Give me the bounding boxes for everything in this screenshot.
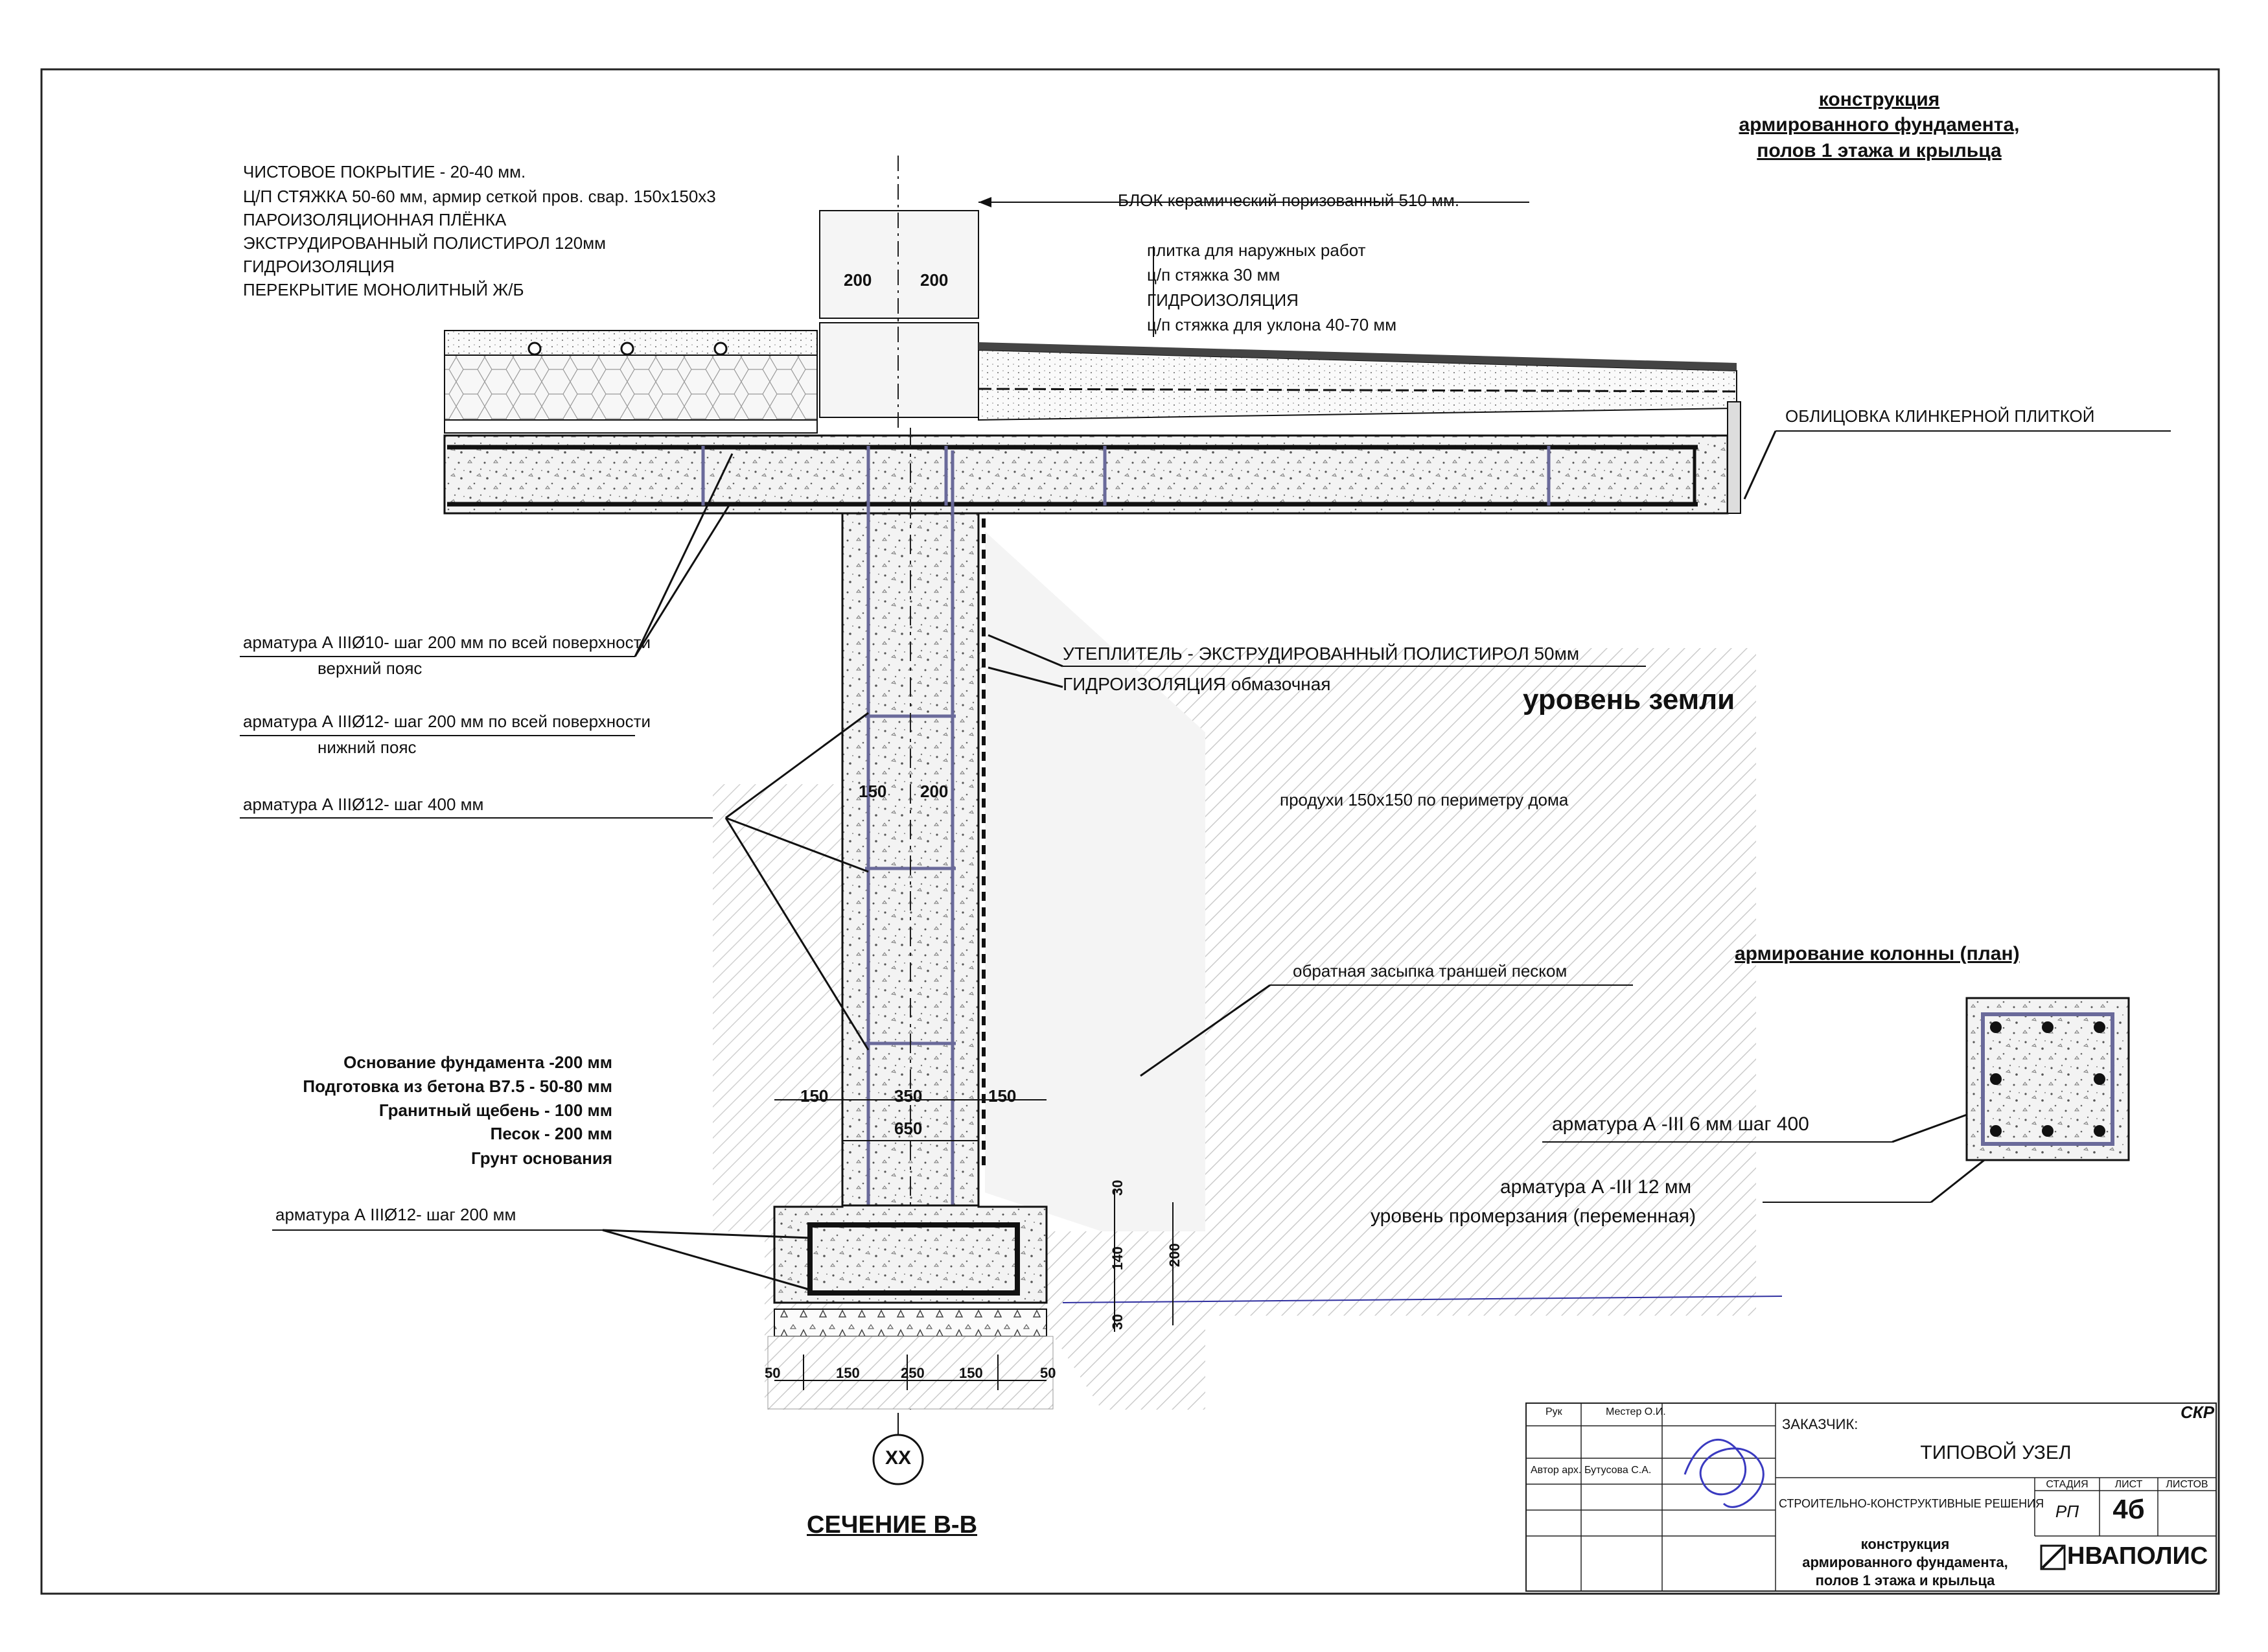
column-dim-right: 200 (920, 782, 949, 801)
floor-layer-5: ГИДРОИЗОЛЯЦИЯ (243, 257, 395, 276)
stamp-role-1: Рук (1545, 1406, 1562, 1417)
base-layer-3: Гранитный щебень - 100 мм (378, 1100, 612, 1120)
stamp-name-1: Местер О.И. (1606, 1406, 1666, 1417)
stamp-name-2: Бутусова С.А. (1584, 1465, 1652, 1476)
rebar-footing-label: арматура А IIIØ12- шаг 200 мм (275, 1205, 516, 1224)
stamp-desc-3: полов 1 этажа и крыльца (1815, 1572, 1995, 1588)
title-line-1: конструкция (1818, 89, 1940, 110)
rebar-top-label: арматура А IIIØ10- шаг 200 мм по всей по… (243, 633, 651, 652)
waterproofing-label: ГИДРОИЗОЛЯЦИЯ обмазочная (1063, 674, 1331, 694)
rebar-bottom-label: арматура А IIIØ12- шаг 200 мм по всей по… (243, 712, 651, 731)
footing-dim-right: 150 (988, 1086, 1017, 1106)
porch-layer-1: плитка для наружных работ (1147, 240, 1366, 260)
vdim-1: 30 (1109, 1180, 1126, 1196)
base-layer-5: Грунт основания (471, 1148, 612, 1168)
sand-layer (767, 1336, 1054, 1410)
stamp-company: НВАПОЛИС (2067, 1542, 2208, 1570)
rebar-top-sub: верхний пояс (318, 658, 422, 678)
footing-dim-left: 150 (800, 1086, 829, 1106)
bdim-3: 250 (901, 1365, 925, 1381)
footing-dim-total: 650 (894, 1119, 923, 1138)
stamp-col-sheets: ЛИСТОВ (2166, 1479, 2208, 1490)
floor-layer-1: ЧИСТОВОЕ ПОКРЫТИЕ - 20-40 мм. (243, 162, 526, 181)
backfill-area (985, 531, 1205, 1231)
block-dim-right: 200 (920, 270, 949, 290)
floor-layer-3: ПАРОИЗОЛЯЦИОННАЯ ПЛЁНКА (243, 210, 507, 229)
rebar-bottom-sub: нижний пояс (318, 738, 417, 757)
rebar-400-label: арматура А IIIØ12- шаг 400 мм (243, 795, 484, 814)
floor-insulation (444, 355, 818, 421)
floor-layer-6: ПЕРЕКРЫТИЕ МОНОЛИТНЫЙ Ж/Б (243, 280, 524, 299)
stamp-desc-1: конструкция (1860, 1536, 1950, 1552)
stamp-col-stage: СТАДИЯ (2046, 1479, 2089, 1490)
footing-rebar-cage (807, 1222, 1020, 1296)
backfill-label: обратная засыпка траншей песком (1293, 961, 1568, 981)
column-dim-left: 150 (859, 782, 887, 801)
axis-label: ХХ (885, 1447, 912, 1469)
base-layer-1: Основание фундамента -200 мм (343, 1053, 612, 1072)
porch-layer-3: ГИДРОИЗОЛЯЦИЯ (1147, 290, 1299, 310)
base-layer-4: Песок - 200 мм (490, 1124, 612, 1143)
ceramic-block-upper (819, 210, 979, 319)
ceramic-block-lower (819, 322, 979, 418)
vents-label: продухи 150х150 по периметру дома (1280, 790, 1569, 809)
stamp-section: СТРОИТЕЛЬНО-КОНСТРУКТИВНЫЕ РЕШЕНИЯ (1779, 1497, 2044, 1510)
footing (773, 1204, 1048, 1304)
stamp-customer: ЗАКАЗЧИК: (1782, 1416, 1858, 1432)
ground-level-label: уровень земли (1523, 684, 1735, 715)
bdim-1: 50 (765, 1365, 781, 1381)
stamp-code: СКР (2181, 1402, 2215, 1422)
stamp-role-2: Автор арх. (1531, 1465, 1582, 1476)
frost-level-line (1062, 1296, 1783, 1303)
gravel-layer (774, 1309, 1047, 1337)
floor-layer-2: Ц/П СТЯЖКА 50-60 мм, армир сеткой пров. … (243, 187, 716, 206)
insulation-label: УТЕПЛИТЕЛЬ - ЭКСТРУДИРОВАННЫЙ ПОЛИСТИРОЛ… (1063, 644, 1580, 664)
clinker-cladding (1727, 401, 1741, 514)
vdim-4: 200 (1166, 1243, 1183, 1267)
porch-tile (978, 342, 1737, 371)
porch-layer-4: ц/п стяжка для уклона 40-70 мм (1147, 315, 1397, 334)
column-plan-title: армирование колонны (план) (1735, 943, 2020, 964)
column-plan-stirrup (1981, 1012, 2114, 1146)
stamp-stage: РП (2055, 1502, 2079, 1521)
title-line-2: армированного фундамента, (1739, 114, 2020, 135)
block-label: БЛОК керамический поризованный 510 мм. (1118, 191, 1460, 210)
stamp-sheet: 4б (2112, 1494, 2145, 1524)
frost-level-label: уровень промерзания (переменная) (1371, 1205, 1696, 1227)
title-block (1525, 1402, 2217, 1592)
vdim-2: 140 (1109, 1246, 1126, 1270)
cladding-label: ОБЛИЦОВКА КЛИНКЕРНОЙ ПЛИТКОЙ (1785, 406, 2095, 426)
company-logo-icon (2040, 1544, 2066, 1570)
bdim-5: 50 (1040, 1365, 1056, 1381)
stamp-col-sheet: ЛИСТ (2114, 1479, 2143, 1490)
signature (1684, 1438, 1765, 1508)
vdim-3: 30 (1109, 1314, 1126, 1330)
bdim-2: 150 (836, 1365, 860, 1381)
sheet-frame (40, 68, 2220, 1595)
natural-soil (862, 648, 1756, 1316)
rebar-plan-12-label: арматура А -III 12 мм (1500, 1176, 1692, 1198)
title-line-3: полов 1 этажа и крыльца (1757, 140, 2002, 161)
floor-layer-4: ЭКСТРУДИРОВАННЫЙ ПОЛИСТИРОЛ 120мм (243, 233, 607, 253)
block-dim-left: 200 (844, 270, 872, 290)
porch-layer-2: ц/п стяжка 30 мм (1147, 265, 1280, 285)
stamp-desc-2: армированного фундамента, (1802, 1554, 2008, 1570)
footing-dim-mid: 350 (894, 1086, 923, 1106)
rebar-plan-6-label: арматура А -III 6 мм шаг 400 (1552, 1113, 1809, 1135)
base-layer-2: Подготовка из бетона В7.5 - 50-80 мм (303, 1076, 612, 1096)
bdim-4: 150 (959, 1365, 983, 1381)
stamp-node: ТИПОВОЙ УЗЕЛ (1920, 1442, 2072, 1463)
section-title: СЕЧЕНИЕ В-В (807, 1511, 978, 1539)
